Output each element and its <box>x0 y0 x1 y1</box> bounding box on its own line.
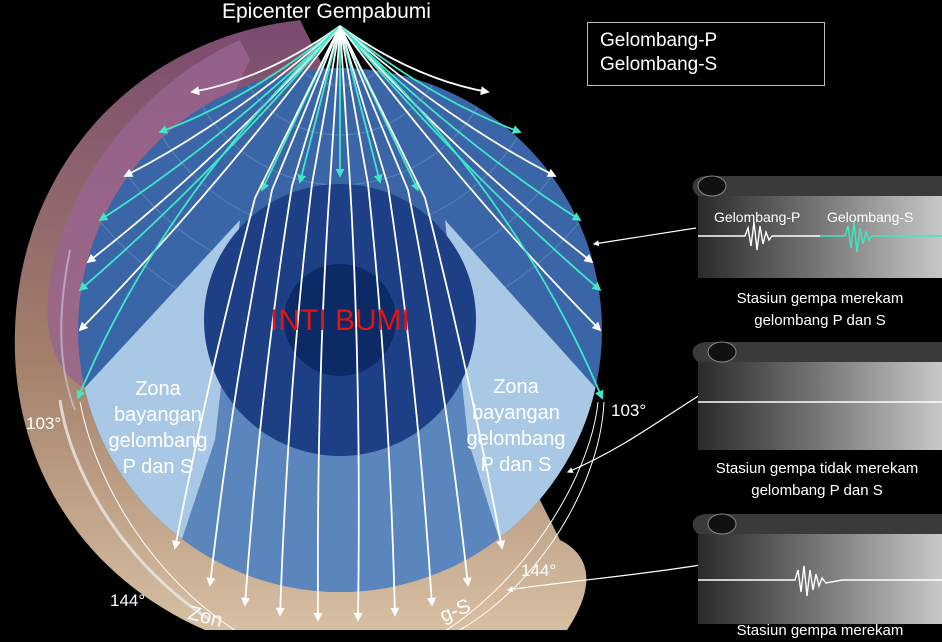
seismograph-2 <box>692 341 942 450</box>
wave-rays <box>76 25 604 622</box>
zone-left-line: gelombang <box>108 430 208 452</box>
p-wave-ray <box>275 25 341 617</box>
p-wave-ray <box>206 25 341 587</box>
zone-left-line: bayangan <box>114 404 202 426</box>
p-wave-ray <box>339 25 602 332</box>
legend-s-label: Gelombang-S <box>600 54 718 75</box>
p-wave-ray <box>339 25 472 587</box>
caption-line: gelombang P dan S <box>751 482 883 499</box>
station-pointers <box>79 227 701 630</box>
zone-right-line: bayangan <box>472 402 560 424</box>
p-wave-ray <box>171 25 341 550</box>
angle-right-144: 144° <box>521 561 557 580</box>
shadow-zone-right <box>445 220 602 548</box>
zone-left-line: Zona <box>135 378 181 400</box>
seismograph-1 <box>692 175 942 278</box>
caption-line: Stasiun gempa merekam <box>736 290 904 307</box>
angle-left-103: 103° <box>26 414 62 433</box>
s-wave-ray <box>158 25 341 134</box>
p-wave-ray <box>78 25 341 332</box>
zone-right-line: P dan S <box>480 454 552 476</box>
legend: Gelombang-P Gelombang-S <box>587 22 825 86</box>
core-label: INTI BUMI <box>270 304 410 337</box>
p-wave-ray <box>339 25 490 96</box>
p-wave-ray <box>339 25 506 550</box>
caption-line: Stasiun gempa tidak merekam <box>715 460 919 477</box>
station-1-caption: Stasiun gempa merekam gelombang P dan S <box>700 288 940 332</box>
zone-right-line: gelombang <box>466 428 566 450</box>
s-wave-ray <box>76 25 341 400</box>
s-wave-ray <box>339 25 604 400</box>
s-wave-ray <box>339 25 602 292</box>
s-wave-ray <box>78 25 341 292</box>
caption-line: Stasiun gempa merekam <box>736 622 904 639</box>
station-3-caption: Stasiun gempa merekam <box>700 620 940 642</box>
zone-left-line: P dan S <box>122 456 194 478</box>
station-2-caption: Stasiun gempa tidak merekam gelombang P … <box>692 458 942 502</box>
p-wave-ray <box>123 25 341 177</box>
seismograph-3 <box>692 513 942 624</box>
epicenter-label: Epicenter Gempabumi <box>222 0 431 23</box>
p-wave-ray <box>241 25 341 607</box>
p-wave-ray <box>339 25 557 177</box>
trace-s-label: Gelombang-S <box>827 209 914 225</box>
p-wave-ray <box>339 25 594 264</box>
p-wave-ray <box>190 25 341 96</box>
p-wave-ray <box>339 25 437 607</box>
earth-cross-section <box>78 68 602 592</box>
angle-left-144: 144° <box>110 591 146 610</box>
inner-core <box>284 264 396 376</box>
p-wave-ray <box>86 25 341 264</box>
zone-right-line: Zona <box>493 376 539 398</box>
p-wave-ray <box>339 25 400 617</box>
p-wave-ray <box>339 25 363 622</box>
caption-line: gelombang P dan S <box>754 312 886 329</box>
p-wave-ray <box>313 25 341 622</box>
shadow-zone-left-label: Zona bayangan gelombang P dan S <box>98 376 218 480</box>
angle-right-103: 103° <box>611 401 647 420</box>
s-wave-ray <box>339 25 582 221</box>
trace-p-label: Gelombang-P <box>714 209 801 225</box>
legend-p-label: Gelombang-P <box>600 30 718 51</box>
shadow-zone-right-label: Zona bayangan gelombang P dan S <box>456 374 576 478</box>
s-wave-ray <box>98 25 341 221</box>
s-wave-ray <box>339 25 522 134</box>
